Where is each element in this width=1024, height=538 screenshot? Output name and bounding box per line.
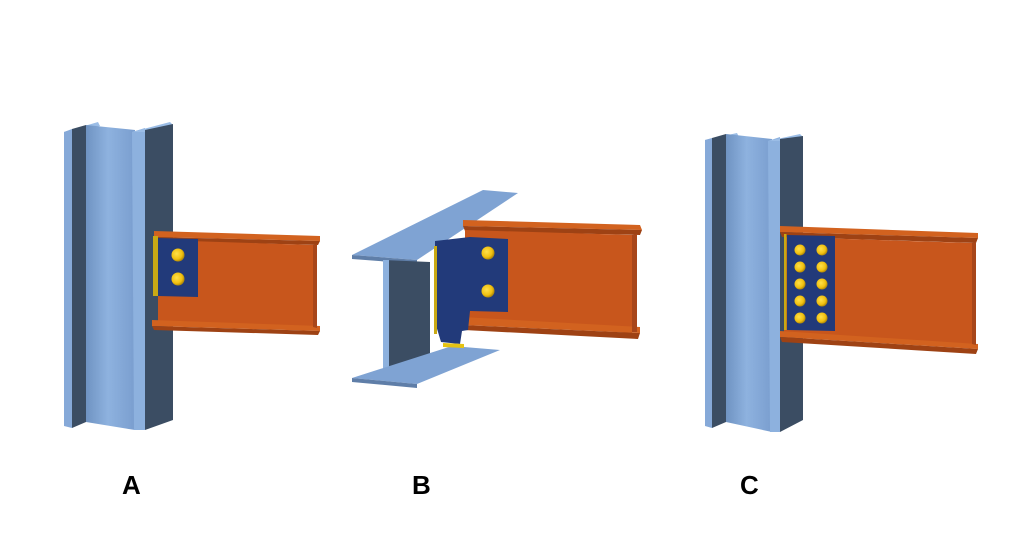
panel-label-b: B [412,470,431,500]
shear-plate-c [784,234,835,331]
bolt-icon [794,244,806,256]
bolt-icon [816,312,828,324]
shear-plate-b [434,237,508,348]
panel-label-c: C [740,470,759,500]
bolt-icon [171,272,185,286]
bolt-icon [794,312,806,324]
weld-b-vertical [434,246,437,334]
bolt-icon [794,295,806,307]
bolt-icon [816,295,828,307]
panel-c [705,133,978,432]
girder-b [352,190,518,388]
panel-b [352,190,642,388]
weld-b-horizontal [443,343,464,348]
bolt-icon [816,278,828,290]
bolt-icon [794,261,806,273]
shear-plate-a [153,236,198,297]
bolt-icon [481,284,495,298]
panel-label-a: A [122,470,141,500]
weld-a [153,236,158,296]
bolt-icon [816,244,828,256]
bolt-icon [816,261,828,273]
panel-a [64,122,320,430]
weld-c [784,234,787,330]
bolt-icon [481,246,495,260]
bolt-icon [171,248,185,262]
bolt-icon [794,278,806,290]
